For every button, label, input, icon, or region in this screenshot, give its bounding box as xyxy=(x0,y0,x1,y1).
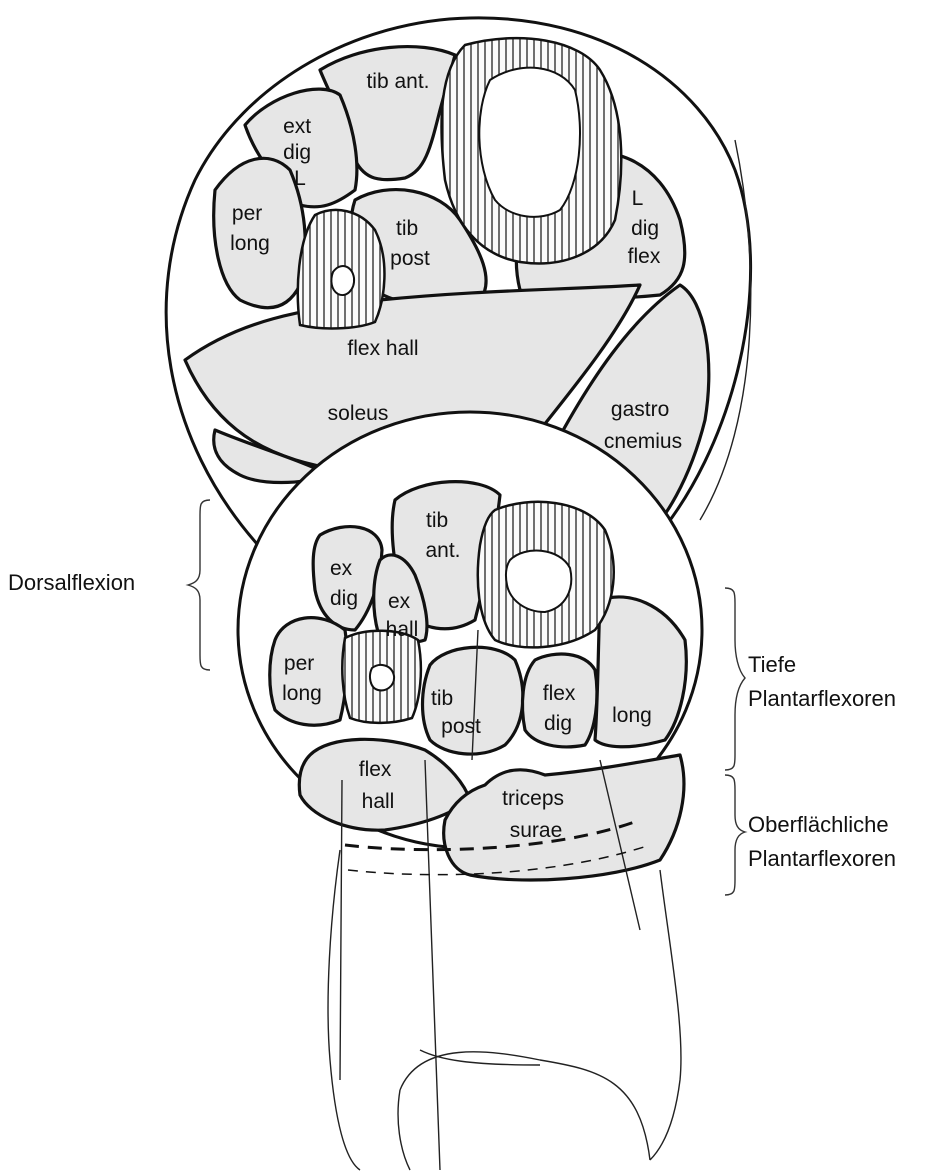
label-tiefe: Tiefe Plantarflexoren xyxy=(748,652,896,711)
brace-dorsalflexion xyxy=(188,500,210,670)
foot-outline xyxy=(328,850,681,1170)
upper-label-flex-hall: flex hall xyxy=(347,337,418,360)
upper-fibula-cavity xyxy=(331,266,354,295)
label-dorsalflexion: Dorsalflexion xyxy=(8,570,135,595)
brace-oberflaechliche xyxy=(725,775,745,895)
upper-label-soleus: soleus xyxy=(328,402,389,425)
upper-label-tib-ant: tib ant. xyxy=(366,70,429,93)
lower-cross-section: tib ant. ex dig ex hall per long tib pos… xyxy=(238,412,702,1170)
lower-fibula-cavity xyxy=(370,665,394,690)
label-oberflaechliche: Oberflächliche Plantarflexoren xyxy=(748,812,896,871)
brace-tiefe xyxy=(725,588,745,770)
lower-label-long: long xyxy=(612,704,652,727)
upper-tibia-cavity xyxy=(479,68,580,217)
